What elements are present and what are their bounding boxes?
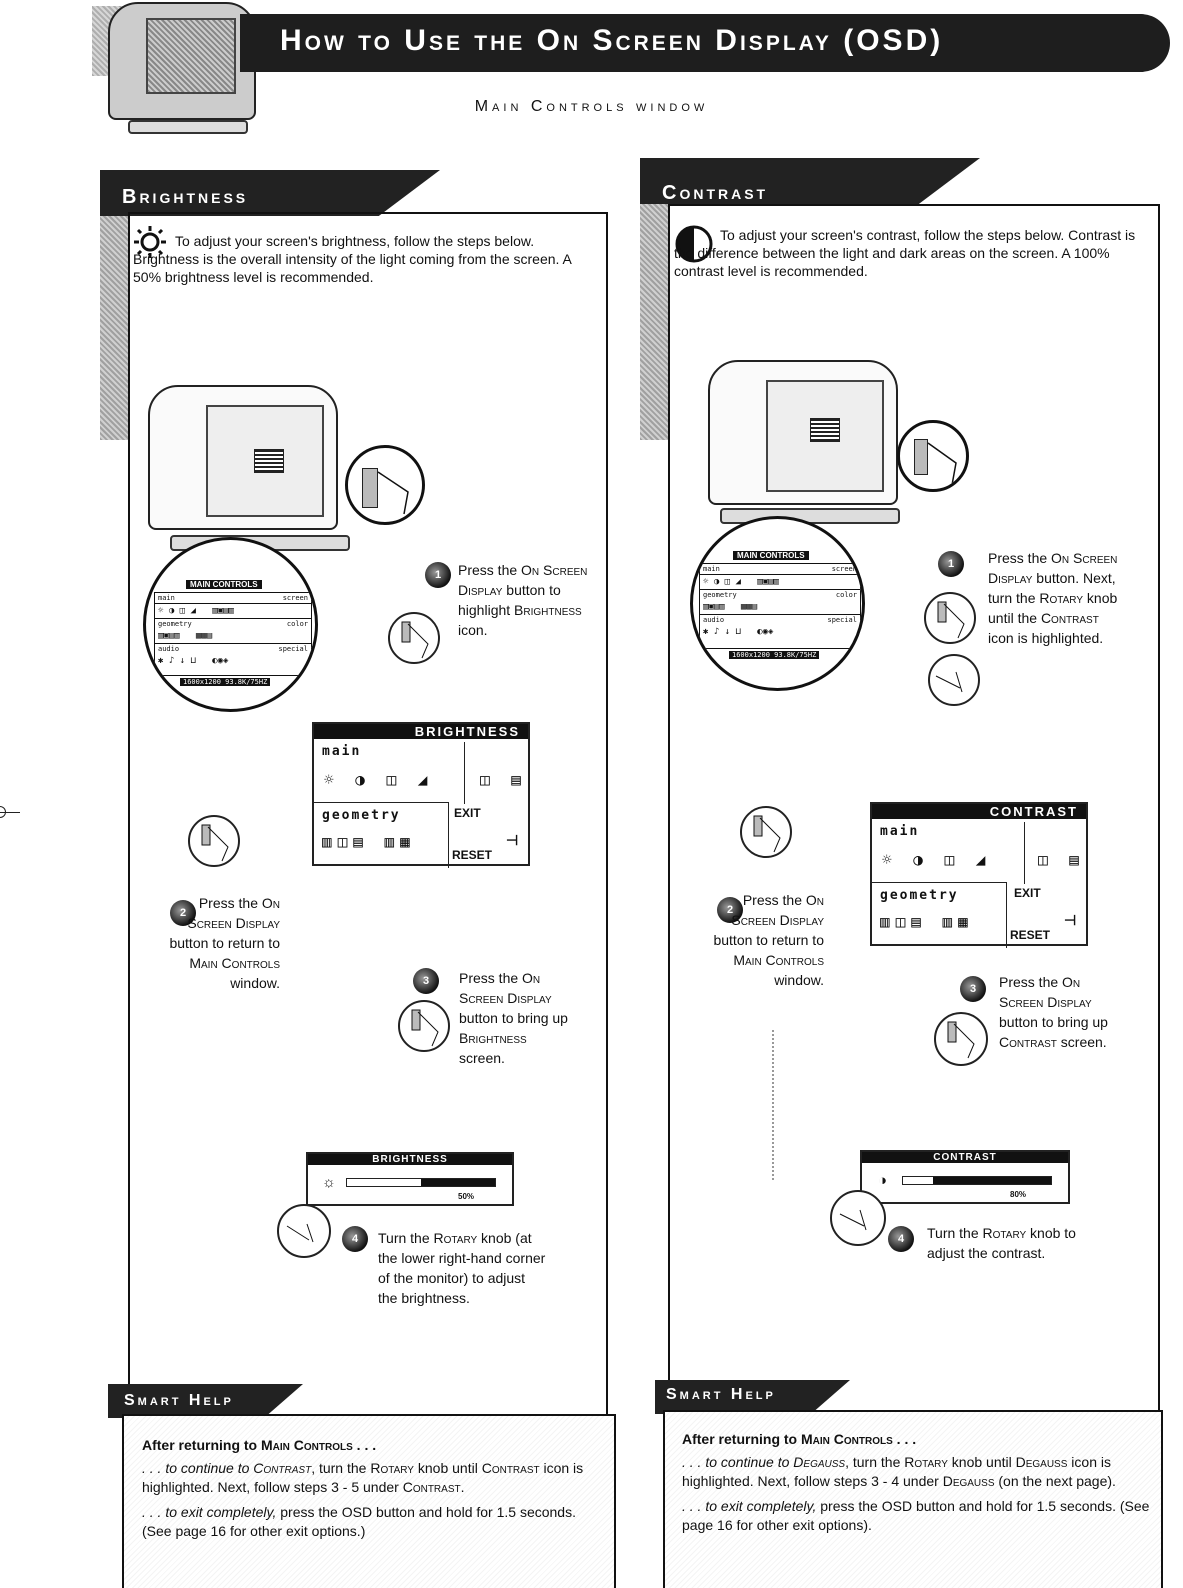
brightness-header [100,170,440,216]
contrast-rotary-icon-1 [924,592,976,644]
osd-reset-icon-contrast: ⊣ [1064,912,1077,928]
registration-mark [0,812,20,813]
contrast-button-magnifier [897,420,969,492]
osd-divider-v2 [448,802,449,868]
slider-fill-contrast [932,1177,1051,1184]
contrast-slider-window: CONTRAST ◑ 80% [860,1150,1070,1204]
brightness-osd-window: BRIGHTNESS main ☼ ◑ ◫ ◢ ◫ ▤ geometry ▥◫▤… [312,722,530,868]
slider-value: 50% [458,1192,475,1201]
brightness-title: Brightness [122,186,249,208]
sun-icon [133,225,167,259]
slider-fill [421,1179,495,1186]
contrast-step2-number: 2 [717,897,743,923]
slider-value-contrast: 80% [1010,1190,1027,1199]
osd-title: BRIGHTNESS [314,724,528,739]
page-subtitle: Main Controls window [474,98,709,115]
brightness-step3-text: Press the On Screen Display button to br… [459,970,568,1066]
smart-help-right-box [663,1410,1163,1588]
button-magnifier [345,445,425,525]
smart-help-left-box [122,1414,616,1588]
osd-divider-h [314,802,448,803]
contrast-monitor-illustration [700,360,1000,690]
osd-geometry-label-contrast: geometry [880,888,959,903]
monitor-logo [108,2,258,134]
rotary-knob-icon-4 [277,1204,331,1258]
contrast-rotary-icon-3 [934,1012,988,1066]
osd-title-contrast: CONTRAST [872,804,1086,819]
osd-geometry-icons: ▥◫▤ ▥▦ [322,832,416,851]
contrast-step3-text: Press the On Screen Display button to br… [999,974,1108,1050]
osd-divider-v2-contrast [1006,882,1007,948]
contrast-step3-number: 3 [960,976,986,1002]
osd-exit-label: EXIT [454,806,481,820]
contrast-step4-number: 4 [888,1226,914,1252]
brightness-intro: To adjust your screen's brightness, foll… [133,233,572,285]
osd-geometry-label: geometry [322,808,401,823]
brightness-panel [128,212,608,1588]
brightness-step4-number: 4 [342,1226,368,1252]
osd-exit-label-contrast: EXIT [1014,886,1041,900]
slider-contrast-icon: ◑ [878,1172,888,1189]
rotary-knob-icon-2 [188,815,240,867]
smart-help-left-title: Smart Help [124,1392,234,1409]
smart-help-left-text: After returning to Main Controls . . . .… [142,1437,584,1539]
smart-help-right-title: Smart Help [666,1386,776,1403]
brightness-step1-text: Press the On Screen Display button to hi… [458,562,588,638]
contrast-step4-text: Turn the Rotary knob to adjust the contr… [927,1225,1076,1261]
osd-main-label-contrast: main [880,824,920,839]
brightness-slider-window: BRIGHTNESS ☼ 50% [306,1152,514,1206]
osd-main-icons: ☼ ◑ ◫ ◢ [324,770,434,789]
connector-line [772,1030,774,1180]
rotary-knob-icon [388,612,440,664]
osd-reset-label: RESET [452,848,493,862]
page-title: How to Use the On Screen Display (OSD) [280,24,944,57]
brightness-monitor-illustration [140,385,440,715]
header-bar [240,14,1170,72]
slider-sun-icon: ☼ [322,1174,336,1191]
slider-title: BRIGHTNESS [308,1154,512,1165]
osd-divider-v [464,742,465,804]
mid-stipple [640,170,668,440]
contrast-icon [674,224,714,264]
osd-screen-icons: ◫ ▤ [480,770,527,789]
brightness-step1-number: 1 [425,562,451,588]
brightness-step3-number: 3 [413,968,439,994]
contrast-slider-track[interactable] [902,1176,1052,1185]
osd-geometry-icons-contrast: ▥◫▤ ▥▦ [880,912,974,931]
contrast-rotary-icon-4 [830,1190,886,1246]
osd-screen-icons-contrast: ◫ ▤ [1038,850,1085,869]
rotary-knob-icon-3 [398,1000,450,1052]
slider-title-contrast: CONTRAST [862,1152,1068,1163]
brightness-slider-track[interactable] [346,1178,496,1187]
brightness-step2-text: Press the On Screen Display button to re… [169,895,280,991]
registration-circle [0,806,6,818]
contrast-panel [668,204,1160,1588]
brightness-step4-text: Turn the Rotary knob (at the lower right… [378,1230,546,1306]
osd-reset-icon: ⊣ [506,832,519,848]
osd-main-label: main [322,744,362,759]
contrast-intro: To adjust your screen's contrast, follow… [674,227,1136,279]
osd-main-icons-contrast: ☼ ◑ ◫ ◢ [882,850,992,869]
contrast-title: Contrast [662,182,769,204]
osd-divider-h-contrast [872,882,1006,883]
contrast-step1-number: 1 [938,551,964,577]
osd-divider-v-contrast [1024,822,1025,884]
contrast-osd-window: CONTRAST main ☼ ◑ ◫ ◢ ◫ ▤ geometry ▥◫▤ ▥… [870,802,1088,948]
osd-reset-label-contrast: RESET [1010,928,1051,942]
contrast-rotary-icon-2 [740,806,792,858]
contrast-header [640,158,980,204]
smart-help-right-text: After returning to Main Controls . . . .… [682,1431,1150,1533]
brightness-step2-number: 2 [170,900,196,926]
contrast-step2-text: Press the On Screen Display button to re… [713,892,824,988]
contrast-rotary-icon-1b [928,654,980,706]
contrast-step1-text: Press the On Screen Display button. Next… [988,550,1118,646]
